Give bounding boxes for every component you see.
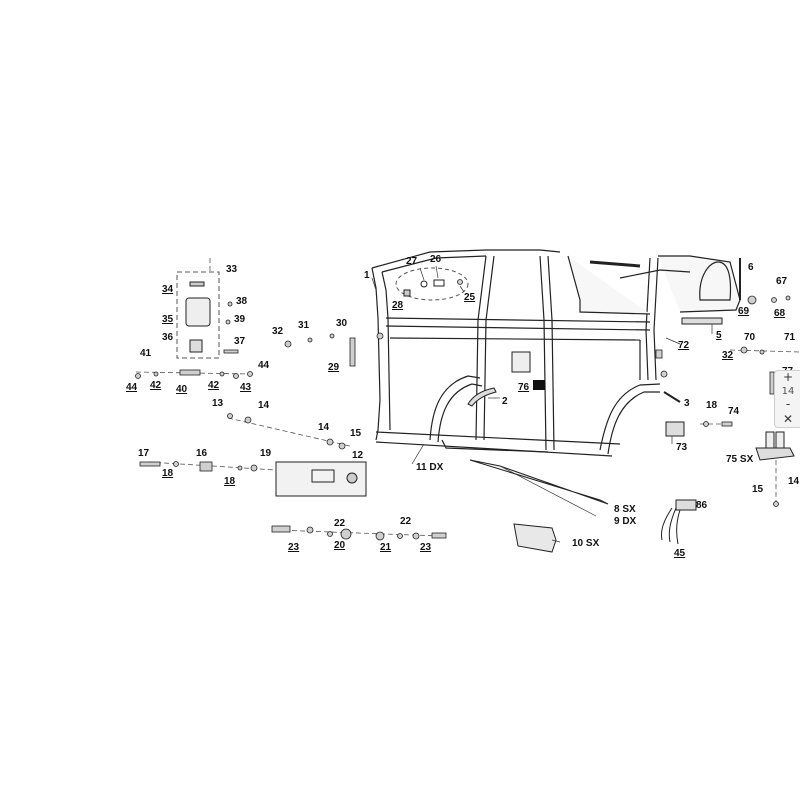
callout-2[interactable]: 2: [502, 396, 508, 407]
callout-23a[interactable]: 23: [288, 542, 300, 553]
callout-30[interactable]: 30: [336, 318, 348, 329]
callout-37[interactable]: 37: [234, 336, 246, 347]
callout-19[interactable]: 19: [260, 448, 272, 459]
callout-32b[interactable]: 32: [722, 350, 734, 361]
reservoir: [185, 297, 211, 327]
zoom-level: 14: [781, 386, 795, 398]
callout-32a[interactable]: 32: [272, 326, 284, 337]
group-26-27: [395, 267, 469, 301]
pump: [189, 339, 203, 353]
hinge-bracket: [511, 351, 531, 373]
callout-71[interactable]: 71: [784, 332, 796, 343]
zoom-control: + 14 - ✕: [774, 370, 800, 428]
wire-harness: [661, 507, 681, 545]
callout-labels: 1 2 3 5 6 8 SX 9 DX 10 SX 11 DX 12 13 14…: [126, 254, 800, 559]
callout-43[interactable]: 43: [240, 382, 252, 393]
callout-14c[interactable]: 14: [788, 476, 800, 487]
bracket-26: [433, 279, 445, 287]
fasteners: [135, 279, 791, 541]
callout-73[interactable]: 73: [676, 442, 688, 453]
callout-67[interactable]: 67: [776, 276, 788, 287]
callout-76[interactable]: 76: [518, 382, 530, 393]
callout-15b[interactable]: 15: [752, 484, 764, 495]
arch-trim: [467, 387, 497, 407]
callout-69[interactable]: 69: [738, 306, 750, 317]
callout-13[interactable]: 13: [212, 398, 224, 409]
callout-75[interactable]: 75 SX: [726, 454, 754, 465]
hinge-assembly: [755, 447, 795, 461]
callout-8[interactable]: 8 SX: [614, 504, 636, 515]
callout-72[interactable]: 72: [678, 340, 690, 351]
cab-frame: [371, 249, 741, 457]
callout-33[interactable]: 33: [226, 264, 238, 275]
callout-23b[interactable]: 23: [420, 542, 432, 553]
callout-11[interactable]: 11 DX: [416, 462, 444, 473]
callout-39[interactable]: 39: [234, 314, 246, 325]
lock-plate-slot: [311, 469, 335, 483]
callout-31[interactable]: 31: [298, 320, 310, 331]
callout-35[interactable]: 35: [162, 314, 174, 325]
callout-3[interactable]: 3: [684, 398, 690, 409]
callout-44b[interactable]: 44: [258, 360, 270, 371]
callout-14b[interactable]: 14: [318, 422, 330, 433]
callout-26[interactable]: 26: [430, 254, 442, 265]
callout-29[interactable]: 29: [328, 362, 340, 373]
switch-box: [675, 499, 697, 511]
callout-41[interactable]: 41: [140, 348, 152, 359]
reset-icon[interactable]: ✕: [782, 411, 794, 426]
callout-22b[interactable]: 22: [400, 516, 412, 527]
callout-22a[interactable]: 22: [334, 518, 346, 529]
callout-21[interactable]: 21: [380, 542, 392, 553]
door-sill-strip: [469, 459, 609, 505]
lock-cylinder: [346, 472, 358, 484]
callout-38[interactable]: 38: [236, 296, 248, 307]
step-cover: [513, 523, 557, 553]
callout-16[interactable]: 16: [196, 448, 208, 459]
callout-70[interactable]: 70: [744, 332, 756, 343]
callout-10[interactable]: 10 SX: [572, 538, 600, 549]
rear-bar: [681, 317, 723, 325]
mount-bracket: [665, 421, 685, 437]
callout-1[interactable]: 1: [364, 270, 370, 281]
callout-17[interactable]: 17: [138, 448, 150, 459]
hinge-lug-a: [765, 431, 775, 449]
callout-18a[interactable]: 18: [162, 468, 174, 479]
callout-40[interactable]: 40: [176, 384, 188, 395]
callout-14a[interactable]: 14: [258, 400, 270, 411]
callout-44a[interactable]: 44: [126, 382, 138, 393]
hinge-block: [533, 380, 545, 390]
callout-18b[interactable]: 18: [224, 476, 236, 487]
callout-18c[interactable]: 18: [706, 400, 718, 411]
callout-34[interactable]: 34: [162, 284, 174, 295]
callout-5[interactable]: 5: [716, 330, 722, 341]
callout-27[interactable]: 27: [406, 256, 418, 267]
nut-28: [403, 289, 411, 297]
callout-25[interactable]: 25: [464, 292, 476, 303]
callout-86[interactable]: 86: [696, 500, 708, 511]
washer-27: [420, 280, 428, 288]
callout-45[interactable]: 45: [674, 548, 686, 559]
group-33-box: [176, 271, 220, 359]
zoom-in-button[interactable]: +: [782, 370, 794, 385]
callout-15a[interactable]: 15: [350, 428, 362, 439]
callout-68[interactable]: 68: [774, 308, 786, 319]
zoom-out-button[interactable]: -: [785, 396, 791, 411]
cap: [189, 281, 205, 287]
hinge-lug-b: [775, 431, 785, 449]
callout-42a[interactable]: 42: [150, 380, 162, 391]
callout-9[interactable]: 9 DX: [614, 516, 637, 527]
callout-42b[interactable]: 42: [208, 380, 220, 391]
callout-28[interactable]: 28: [392, 300, 404, 311]
leader-lines: [371, 265, 713, 543]
callout-12[interactable]: 12: [352, 450, 364, 461]
callout-74[interactable]: 74: [728, 406, 740, 417]
callout-6[interactable]: 6: [748, 262, 754, 273]
callout-20[interactable]: 20: [334, 540, 346, 551]
callout-36[interactable]: 36: [162, 332, 174, 343]
